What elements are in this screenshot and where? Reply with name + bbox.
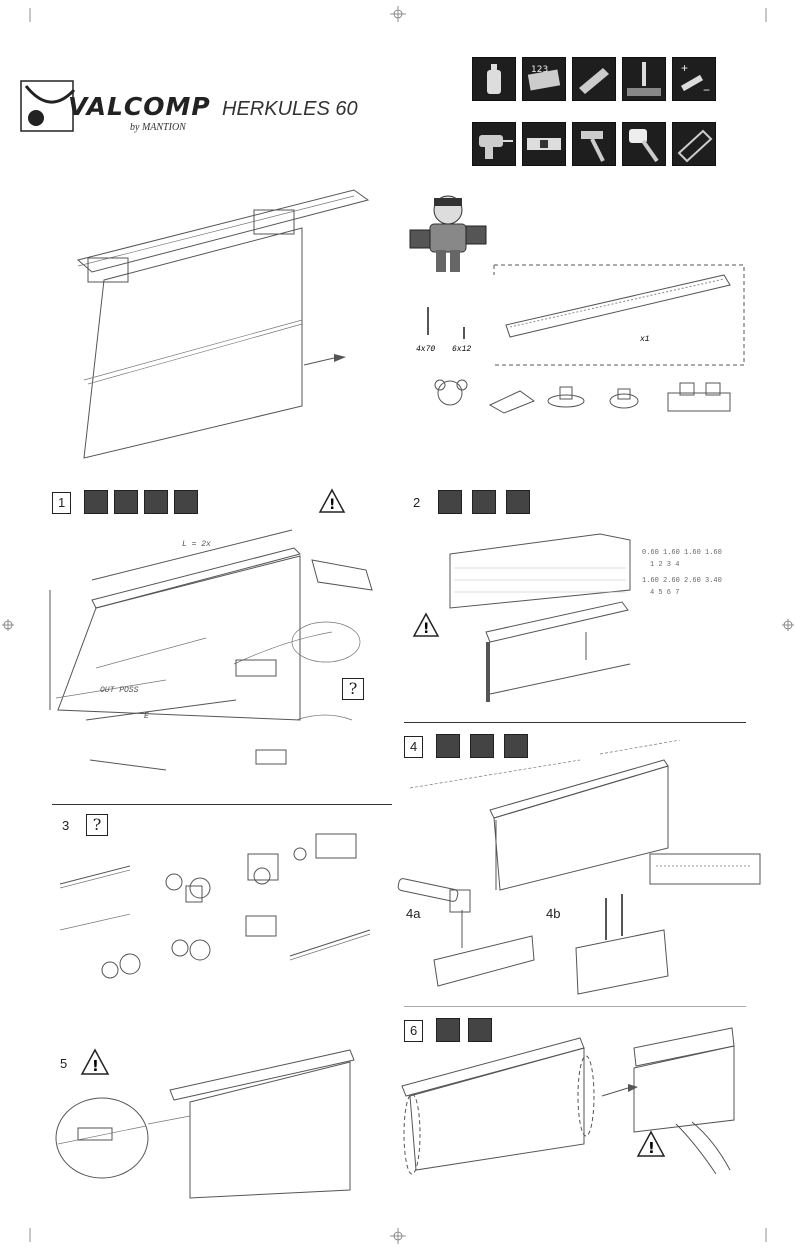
step-4-drawing [409, 740, 761, 891]
step-5-number: 5 [60, 1056, 68, 1071]
drill-bit-icon [438, 490, 462, 514]
spirit-level-icon [522, 122, 566, 166]
svg-text:−: − [703, 83, 710, 97]
tools-row-1: 123 +− [472, 57, 716, 101]
drill-bit-icon [470, 734, 494, 758]
brand-logo [20, 80, 76, 132]
saw-icon [144, 490, 168, 514]
brand-byline: by MANTION [130, 122, 186, 133]
step-4ab-drawing [397, 878, 669, 995]
worker-mascot-icon [409, 195, 487, 272]
step-4-number: 4 [404, 736, 424, 758]
mallet-icon [622, 122, 666, 166]
step-3-number: 3 [62, 818, 70, 833]
step-4b-label: 4b [546, 906, 561, 921]
electric-drill-icon [472, 122, 516, 166]
hammer-icon [504, 734, 528, 758]
tools-row-2 [472, 122, 716, 166]
saw-icon [436, 734, 460, 758]
svg-text:0.60 1.60 1.60 1.60: 0.60 1.60 1.60 1.60 [642, 549, 722, 557]
warning-icon: ! [80, 1048, 110, 1075]
help-question-box: ? [86, 814, 108, 836]
logo-emblem-icon [20, 80, 76, 132]
drill-bit-icon [174, 490, 198, 514]
svg-text:!: ! [92, 1057, 99, 1075]
svg-text:!: ! [329, 497, 335, 513]
svg-text:1.60 2.60 2.60 3.40: 1.60 2.60 2.60 3.40 [642, 577, 722, 585]
step-1-drawing [49, 529, 373, 771]
svg-text:4 5 6 7: 4 5 6 7 [650, 589, 679, 597]
divider-right-2 [404, 1006, 746, 1007]
saw-icon [572, 57, 616, 101]
help-question-box: ? [342, 678, 364, 700]
step-4-tools [436, 734, 528, 758]
drill-bit-icon [622, 57, 666, 101]
measuring-tape-icon [114, 490, 138, 514]
lubricant-icon [84, 490, 108, 514]
svg-text:!: ! [423, 621, 429, 637]
warning-icon: ! [412, 612, 440, 637]
step-2-number: 2 [413, 495, 421, 510]
lubricant-icon [472, 57, 516, 101]
hacksaw-icon [672, 122, 716, 166]
step-4a-label: 4a [406, 906, 421, 921]
step-1-number: 1 [52, 492, 72, 514]
warning-icon: ! [636, 1130, 666, 1157]
electric-drill-icon [472, 490, 496, 514]
brand-name: VALCOMP [68, 92, 211, 121]
product-name: HERKULES 60 [222, 98, 358, 120]
divider-right-1 [404, 722, 746, 723]
svg-text:6x12: 6x12 [452, 345, 471, 354]
step-6-tools [436, 1018, 492, 1042]
measuring-tape-icon: 123 [522, 57, 566, 101]
svg-text:+: + [681, 61, 688, 75]
warning-icon: ! [318, 488, 346, 513]
step-2-drawing: 0.60 1.60 1.60 1.60 1 2 3 4 1.60 2.60 2.… [449, 533, 722, 702]
step-6-drawing [401, 1027, 735, 1175]
step-1-offset-label: OUT POSS [100, 686, 139, 695]
divider-left-1 [52, 804, 392, 805]
step-1-rail-label: L = 2x [182, 540, 211, 549]
step-1-e-label: E [144, 712, 149, 721]
electric-drill-icon [436, 1018, 460, 1042]
step-3-drawing [59, 833, 371, 979]
step-2-tools [438, 490, 530, 514]
svg-text:4x70: 4x70 [416, 345, 435, 354]
wrench-adjust-icon: +− [672, 57, 716, 101]
step-1-tools [84, 490, 198, 514]
svg-text:1 2 3 4: 1 2 3 4 [650, 561, 679, 569]
hammer-icon [572, 122, 616, 166]
step-6-number: 6 [404, 1020, 424, 1042]
hero-door-assembly [76, 189, 370, 459]
spirit-level-icon [506, 490, 530, 514]
svg-text:123: 123 [531, 65, 548, 75]
parts-box-contents: x1 4x70 6x12 [416, 264, 745, 414]
svg-text:!: ! [648, 1139, 655, 1157]
step-5-drawing [55, 1049, 355, 1199]
spirit-level-icon [468, 1018, 492, 1042]
svg-text:x1: x1 [639, 335, 650, 344]
